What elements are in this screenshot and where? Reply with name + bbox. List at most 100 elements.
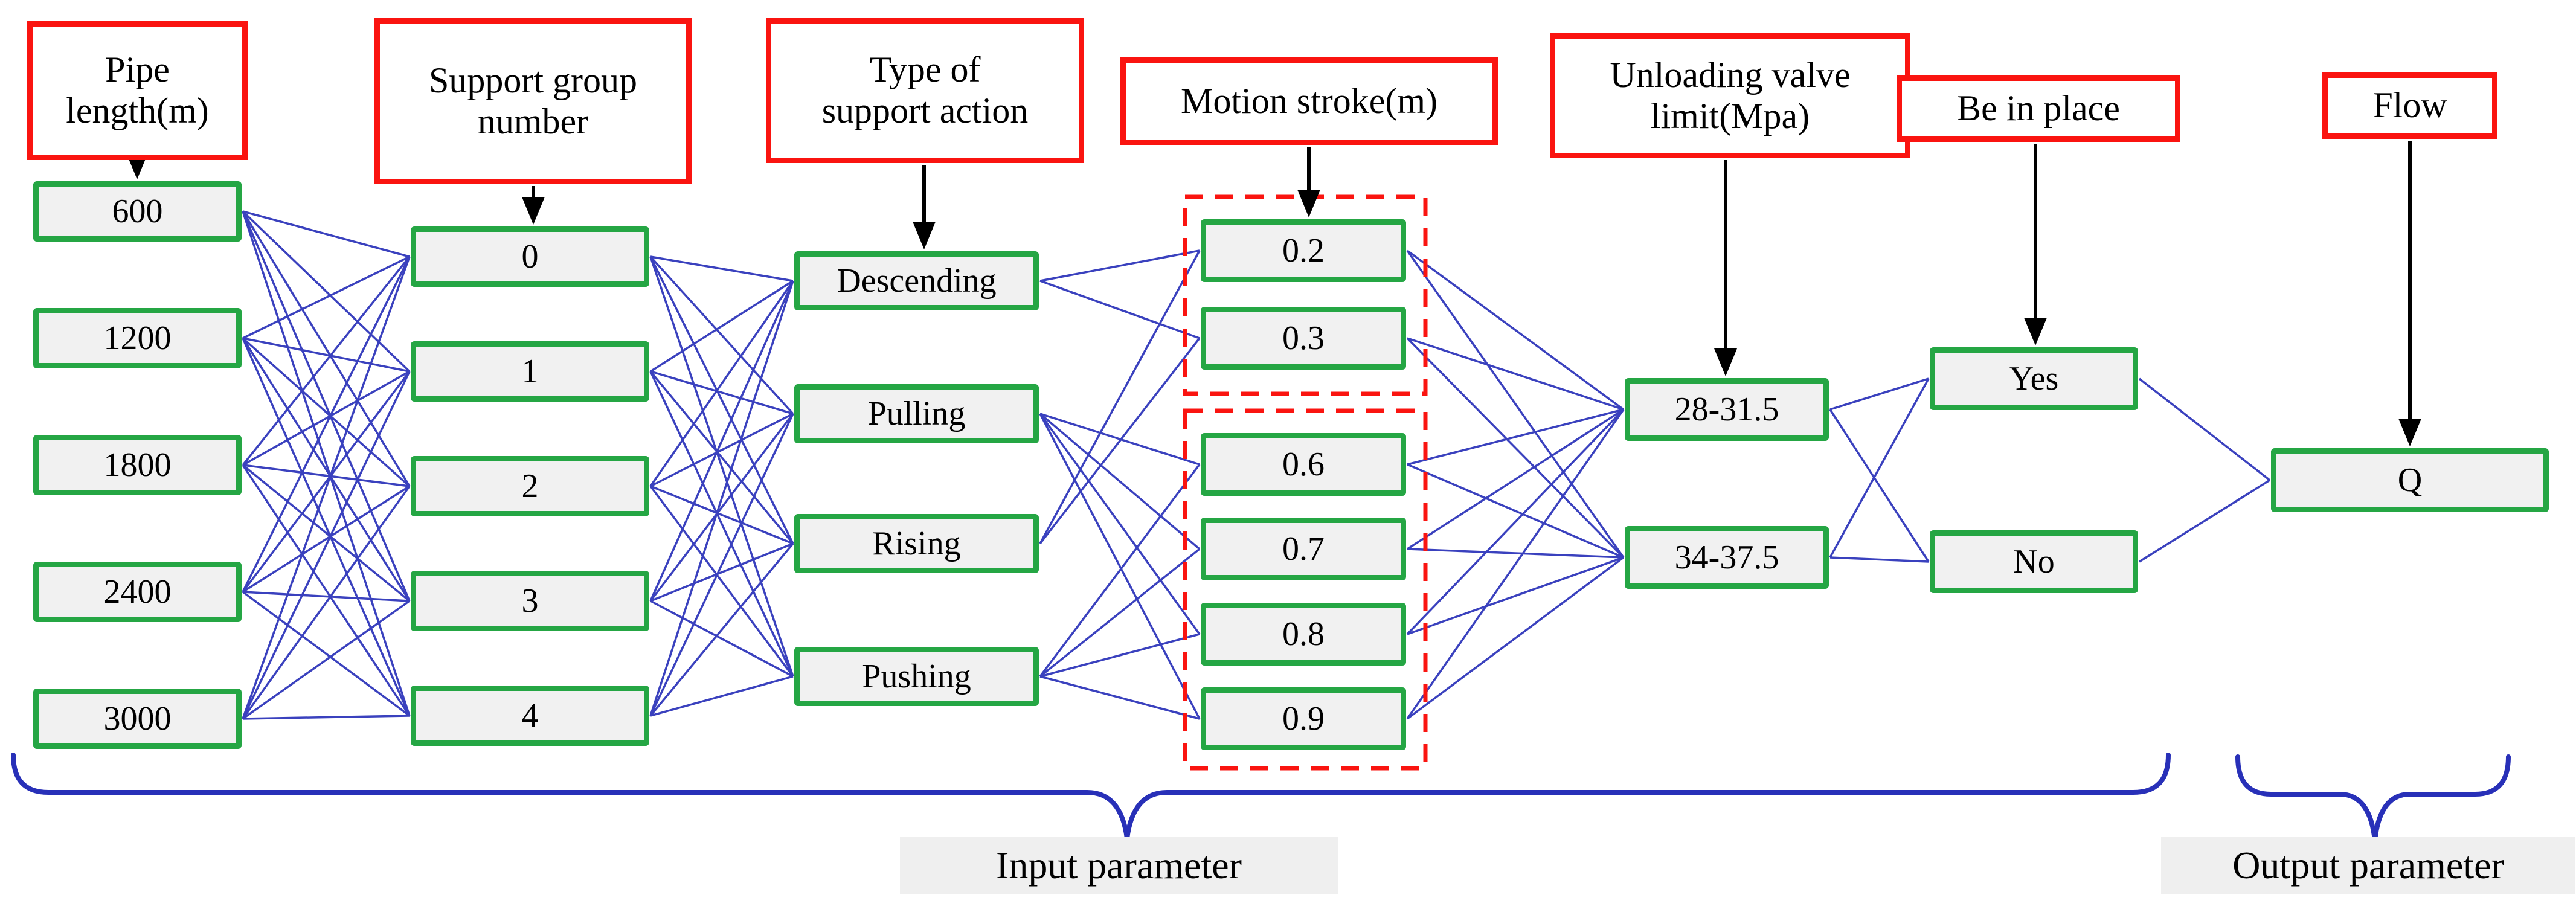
connection-line — [242, 211, 411, 602]
input-brace — [11, 753, 2171, 839]
connection-line — [1039, 413, 1201, 550]
motion-stroke-dashed-group-1 — [1183, 194, 1428, 396]
connection-line — [1039, 413, 1201, 635]
connection-line — [1829, 378, 1930, 558]
connection-line — [242, 338, 411, 716]
connection-line — [1039, 548, 1201, 678]
connection-line — [649, 370, 794, 545]
connection-line — [1039, 280, 1200, 339]
connection-line — [649, 256, 794, 677]
header-motion-stroke: Motion stroke(m) — [1120, 57, 1498, 145]
connection-line — [649, 256, 794, 544]
connection-line — [1039, 413, 1201, 719]
connection-line — [1406, 408, 1625, 720]
connection-line — [242, 485, 411, 720]
node-pushing: Pushing — [794, 647, 1039, 706]
connection-line — [1407, 548, 1624, 559]
connection-line — [649, 485, 794, 678]
connection-line — [1039, 463, 1201, 678]
connection-line — [649, 255, 794, 415]
connection-line — [1406, 556, 1625, 720]
connection-line — [650, 255, 794, 282]
connection-line — [1829, 377, 1929, 411]
header-line: Flow — [2372, 85, 2447, 126]
node-no: No — [1930, 530, 2138, 593]
connection-line — [1039, 413, 1200, 466]
node-1800: 1800 — [33, 435, 242, 495]
node-1200: 1200 — [33, 308, 242, 368]
connection-line — [242, 255, 411, 466]
node-28-31.5: 28-31.5 — [1625, 378, 1829, 441]
connection-line — [242, 255, 410, 339]
connection-line — [649, 280, 794, 602]
header-line: Motion stroke(m) — [1181, 80, 1437, 121]
connection-line — [242, 591, 411, 717]
connection-line — [242, 337, 410, 373]
arrow-action-type — [913, 165, 936, 249]
node-0.6: 0.6 — [1201, 433, 1406, 496]
connection-line — [1407, 556, 1624, 635]
header-line: limit(Mpa) — [1650, 95, 1810, 136]
connection-line — [242, 485, 410, 593]
connection-line — [1829, 409, 1930, 562]
node-2: 2 — [411, 456, 649, 516]
connection-line — [242, 464, 411, 602]
connection-line — [1039, 633, 1200, 678]
arrow-be-in-place — [2024, 144, 2047, 345]
connection-line — [649, 413, 794, 716]
connection-line — [650, 542, 794, 602]
connection-line — [649, 280, 794, 487]
connection-line — [1407, 408, 1624, 466]
connection-line — [242, 715, 410, 720]
node-1: 1 — [411, 341, 649, 402]
node-34-37.5: 34-37.5 — [1625, 526, 1829, 589]
node-3: 3 — [411, 571, 649, 631]
node-0.2: 0.2 — [1201, 219, 1406, 282]
connection-line — [2138, 377, 2271, 481]
node-0: 0 — [411, 226, 649, 287]
connection-line — [1039, 249, 1200, 282]
connection-line — [1406, 337, 1625, 559]
header-line: Unloading valve — [1610, 54, 1851, 95]
output-brace — [2235, 754, 2511, 841]
connection-line — [242, 256, 411, 592]
header-line: length(m) — [66, 91, 209, 130]
connection-line — [2139, 479, 2270, 563]
header-line: Pipe — [105, 50, 170, 90]
node-0.8: 0.8 — [1201, 603, 1406, 666]
connection-line — [1407, 463, 1624, 559]
connection-line — [242, 464, 410, 487]
connection-line — [1407, 337, 1624, 411]
connection-line — [650, 370, 794, 415]
node-descending: Descending — [794, 251, 1039, 310]
connection-line — [1406, 249, 1625, 559]
connection-line — [649, 413, 794, 602]
connection-line — [242, 211, 411, 487]
header-line: Support group — [429, 60, 637, 100]
header-line: Be in place — [1957, 88, 2120, 129]
node-0.3: 0.3 — [1201, 307, 1406, 370]
output-parameter-label: Output parameter — [2161, 837, 2575, 894]
header-line: Type of — [869, 50, 981, 90]
connection-line — [242, 591, 410, 602]
connection-line — [1039, 337, 1201, 545]
connection-line — [242, 370, 411, 593]
arrow-support-group — [522, 186, 545, 225]
connection-line — [650, 280, 794, 373]
connection-line — [650, 600, 794, 678]
node-0.9: 0.9 — [1201, 687, 1406, 750]
connection-line — [1407, 408, 1624, 550]
node-4: 4 — [411, 686, 649, 746]
header-line: number — [477, 101, 589, 141]
header-line: support action — [821, 91, 1029, 130]
connection-line — [649, 371, 794, 677]
arrow-motion-stroke — [1297, 147, 1320, 217]
arrow-flow — [2398, 141, 2421, 446]
connection-line — [650, 485, 794, 545]
header-be-in-place: Be in place — [1897, 75, 2180, 142]
connection-line — [649, 280, 794, 716]
